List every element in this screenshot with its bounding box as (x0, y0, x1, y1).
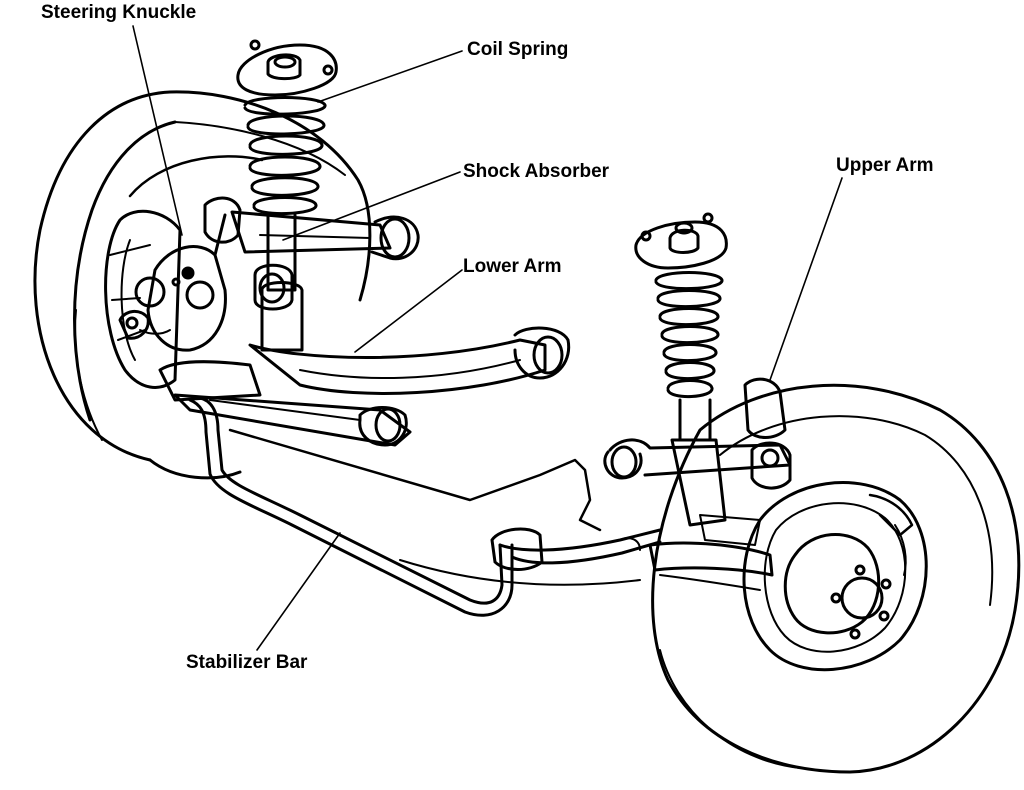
lower-arm-label: Lower Arm (463, 256, 562, 277)
right-shock-absorber (670, 398, 727, 527)
leader-lines (132, 25, 843, 651)
left-shock-absorber (253, 213, 304, 352)
shock-absorber-label: Shock Absorber (463, 161, 610, 182)
right-coil-spring (634, 212, 728, 399)
left-coil-spring (236, 39, 338, 215)
coil-spring-label: Coil Spring (467, 39, 569, 60)
crossmember (173, 393, 412, 447)
upper-arm-label: Upper Arm (836, 155, 934, 176)
steering-knuckle-label: Steering Knuckle (41, 2, 197, 23)
left-lower-arm (158, 326, 571, 402)
left-brake-assembly (104, 209, 182, 389)
right-lower-arm (648, 514, 774, 591)
right-brake-disc (742, 481, 928, 672)
right-upper-arm (603, 377, 792, 490)
stabilizer-bar (188, 396, 662, 617)
stabilizer-bar-label: Stabilizer Bar (186, 652, 308, 673)
left-upper-arm (230, 210, 420, 261)
body-rail (228, 428, 641, 586)
left-steering-knuckle (118, 196, 242, 352)
right-tire (651, 383, 1021, 774)
